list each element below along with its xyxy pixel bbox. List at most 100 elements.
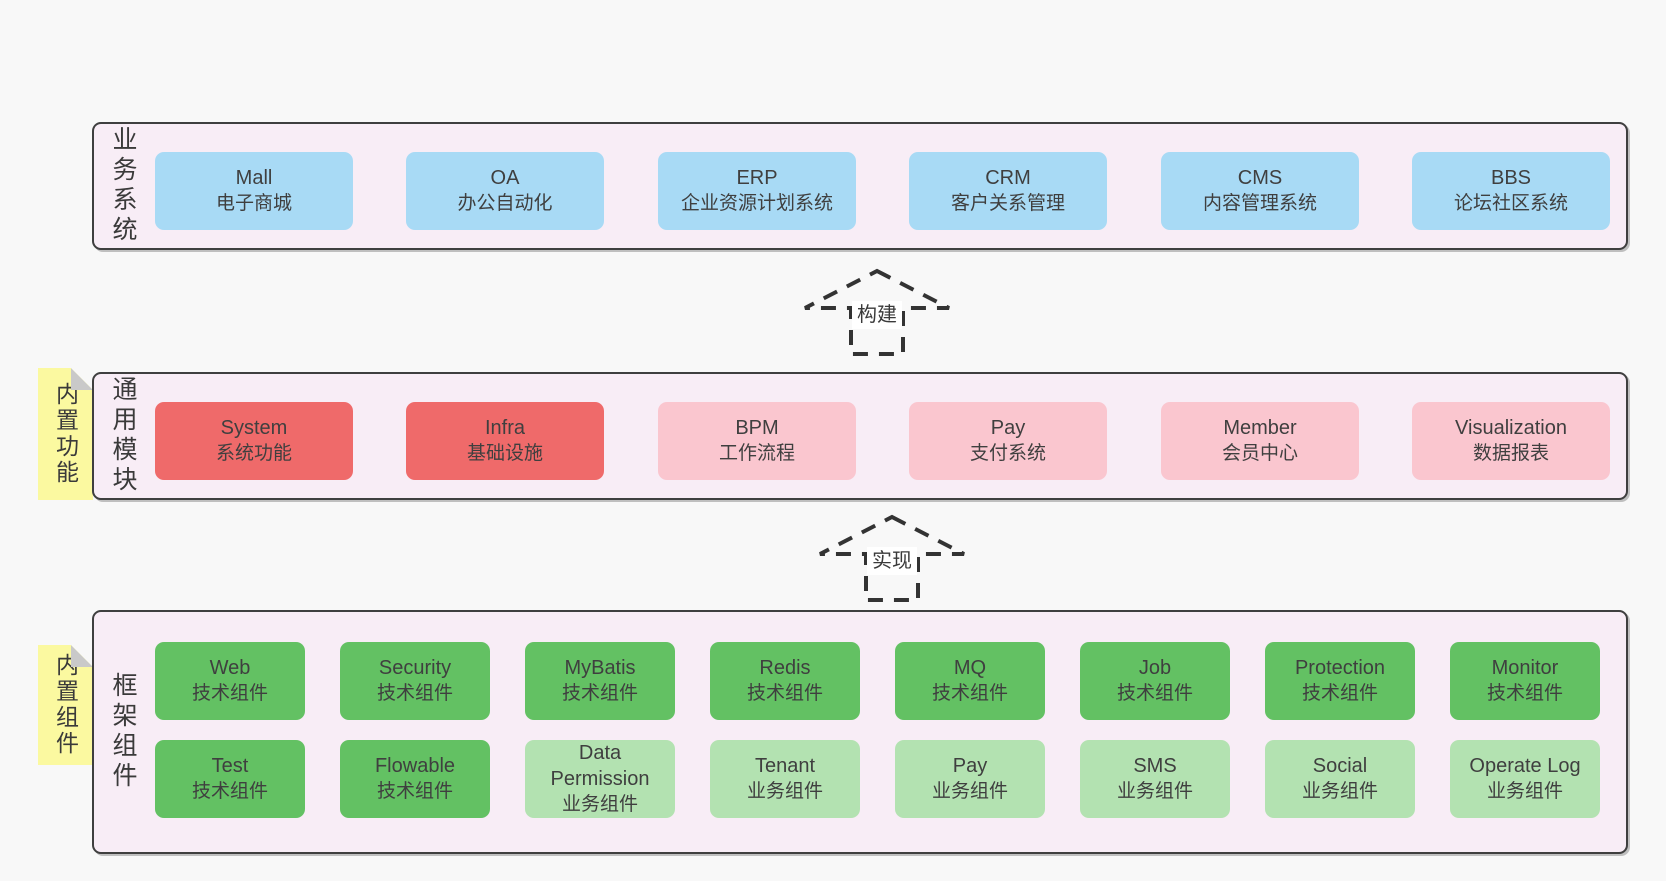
box-subtitle: 数据报表: [1472, 443, 1549, 464]
box-subtitle: 业务组件: [1301, 781, 1378, 802]
box-monitor: Monitor 技术组件: [1450, 642, 1600, 720]
box-title: Flowable: [374, 755, 456, 777]
box-title: Infra: [484, 417, 526, 439]
box-subtitle: 技术组件: [376, 683, 453, 704]
box-system: System 系统功能: [155, 402, 353, 480]
box-subtitle: 企业资源计划系统: [680, 193, 833, 214]
box-web: Web 技术组件: [155, 642, 305, 720]
box-subtitle: 电子商城: [215, 193, 292, 214]
arrow-build-label: 构建: [852, 301, 902, 329]
box-subtitle: 技术组件: [746, 683, 823, 704]
box-subtitle: 技术组件: [931, 683, 1008, 704]
box-mybatis: MyBatis 技术组件: [525, 642, 675, 720]
box-job: Job 技术组件: [1080, 642, 1230, 720]
box-title: Test: [211, 755, 249, 777]
box-mq: MQ 技术组件: [895, 642, 1045, 720]
band-common-modules: 通用模块 System 系统功能 Infra 基础设施 BPM 工作流程 Pay…: [92, 372, 1628, 500]
box-operate-log: Operate Log 业务组件: [1450, 740, 1600, 818]
box-mall: Mall 电子商城: [155, 152, 353, 230]
box-pay-business: Pay 业务组件: [895, 740, 1045, 818]
box-redis: Redis 技术组件: [710, 642, 860, 720]
box-sms: SMS 业务组件: [1080, 740, 1230, 818]
up-arrow-icon: [819, 514, 965, 602]
box-subtitle: 论坛社区系统: [1453, 193, 1568, 214]
box-infra: Infra 基础设施: [406, 402, 604, 480]
box-title: Data Permission: [550, 742, 650, 790]
box-title: OA: [490, 167, 520, 189]
sticky-note-builtin-features: 内置功能: [38, 368, 93, 500]
box-oa: OA 办公自动化: [406, 152, 604, 230]
band-label-business-systems: 业务系统: [109, 126, 137, 246]
box-protection: Protection 技术组件: [1265, 642, 1415, 720]
box-subtitle: 业务组件: [746, 781, 823, 802]
box-subtitle: 业务组件: [561, 794, 638, 815]
arrow-build: 构建: [802, 268, 952, 358]
box-erp: ERP 企业资源计划系统: [658, 152, 856, 230]
box-tenant: Tenant 业务组件: [710, 740, 860, 818]
box-subtitle: 系统功能: [215, 443, 292, 464]
box-title: Protection: [1294, 657, 1386, 679]
box-subtitle: 技术组件: [1116, 683, 1193, 704]
up-arrow-icon: [804, 268, 950, 356]
box-title: Member: [1223, 417, 1297, 439]
box-bpm: BPM 工作流程: [658, 402, 856, 480]
box-title: MyBatis: [564, 657, 636, 679]
box-subtitle: 客户关系管理: [950, 193, 1065, 214]
box-subtitle: 业务组件: [931, 781, 1008, 802]
box-title: Monitor: [1491, 657, 1559, 679]
band-label-common-modules: 通用模块: [109, 376, 137, 496]
box-security: Security 技术组件: [340, 642, 490, 720]
sticky-note-label: 内置组件: [52, 653, 79, 757]
sticky-note-label: 内置功能: [52, 382, 79, 486]
box-title: BPM: [735, 417, 779, 439]
band-framework-components: 框架组件 Web 技术组件 Security 技术组件 MyBatis 技术组件…: [92, 610, 1628, 854]
box-visualization: Visualization 数据报表: [1412, 402, 1610, 480]
box-subtitle: 技术组件: [561, 683, 638, 704]
box-flowable: Flowable 技术组件: [340, 740, 490, 818]
box-title: Security: [378, 657, 452, 679]
box-subtitle: 基础设施: [466, 443, 543, 464]
box-subtitle: 业务组件: [1486, 781, 1563, 802]
box-title: System: [220, 417, 288, 439]
sticky-note-builtin-components: 内置组件: [38, 645, 93, 765]
box-title: MQ: [953, 657, 987, 679]
box-title: Tenant: [754, 755, 816, 777]
band-business-systems: 业务系统 Mall 电子商城 OA 办公自动化 ERP 企业资源计划系统 CRM…: [92, 122, 1628, 250]
box-title: Visualization: [1455, 417, 1567, 439]
box-title: CRM: [985, 167, 1031, 189]
box-title: Social: [1312, 755, 1368, 777]
box-subtitle: 会员中心: [1221, 443, 1298, 464]
folded-corner: [71, 368, 93, 390]
box-subtitle: 内容管理系统: [1202, 193, 1317, 214]
box-title: Operate Log: [1469, 755, 1581, 777]
box-member: Member 会员中心: [1161, 402, 1359, 480]
box-subtitle: 技术组件: [191, 781, 268, 802]
box-title: Redis: [759, 657, 811, 679]
box-title: Pay: [990, 417, 1026, 439]
box-subtitle: 办公自动化: [457, 193, 553, 214]
box-subtitle: 支付系统: [969, 443, 1046, 464]
arrow-implement: 实现: [817, 514, 967, 604]
box-subtitle: 技术组件: [1301, 683, 1378, 704]
box-subtitle: 技术组件: [376, 781, 453, 802]
box-title: Job: [1138, 657, 1172, 679]
box-crm: CRM 客户关系管理: [909, 152, 1107, 230]
box-title: BBS: [1490, 167, 1532, 189]
box-pay-system: Pay 支付系统: [909, 402, 1107, 480]
box-subtitle: 技术组件: [1486, 683, 1563, 704]
arrow-implement-label: 实现: [867, 547, 917, 575]
box-data-permission: Data Permission 业务组件: [525, 740, 675, 818]
folded-corner: [71, 645, 93, 667]
box-title: Web: [209, 657, 251, 679]
box-subtitle: 技术组件: [191, 683, 268, 704]
box-title: ERP: [736, 167, 778, 189]
box-title: SMS: [1133, 755, 1177, 777]
band-label-framework-components: 框架组件: [109, 672, 137, 792]
box-subtitle: 业务组件: [1116, 781, 1193, 802]
box-test: Test 技术组件: [155, 740, 305, 818]
box-title: CMS: [1237, 167, 1283, 189]
box-title: Mall: [235, 167, 273, 189]
box-subtitle: 工作流程: [718, 443, 795, 464]
box-bbs: BBS 论坛社区系统: [1412, 152, 1610, 230]
